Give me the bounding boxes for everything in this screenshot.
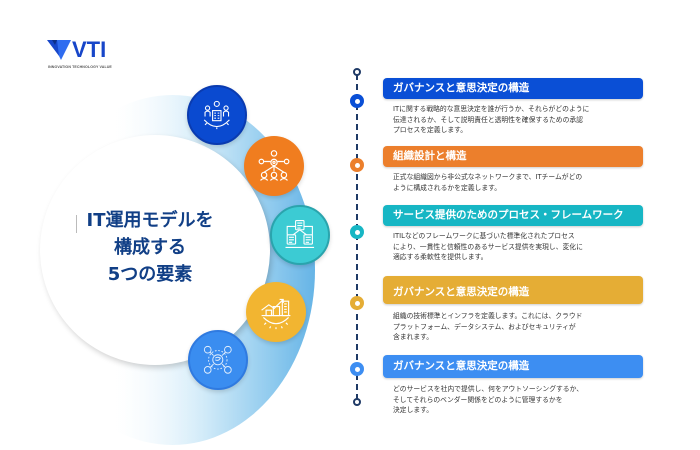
timeline-dot-5 [350, 362, 364, 376]
vti-logo: VTI INNOVATION TECHNOLOGY VALUE [47, 38, 137, 74]
elements-wheel: IT運用モデルを 構成する 5つの要素 [0, 0, 340, 450]
body-line: 正式な組織図から非公式なネットワークまで、ITチームがどの [393, 173, 583, 181]
section-body: 正式な組織図から非公式なネットワークまで、ITチームがどの ように構成されるかを… [383, 172, 643, 193]
section-header: ガバナンスと意思決定の構造 [383, 355, 643, 378]
vti-logo-mark-icon [47, 40, 71, 60]
center-title-line-2: 構成する [114, 237, 186, 258]
center-title: IT運用モデルを 構成する 5つの要素 [55, 207, 245, 288]
body-line: どのサービスを社内で提供し、何をアウトソーシングするか、 [393, 385, 584, 393]
timeline-dot-4 [350, 296, 364, 310]
section-org-design: 組織設計と構造 正式な組織図から非公式なネットワークまで、ITチームがどの よう… [383, 146, 643, 193]
section-header: サービス提供のためのプロセス・フレームワーク [383, 205, 643, 226]
section-governance-1: ガバナンスと意思決定の構造 ITに関する戦略的な意思決定を誰が行うか、それらがど… [383, 78, 643, 136]
section-body: ITに関する戦略的な意思決定を誰が行うか、それらがどのように 伝達されるか、そし… [383, 104, 643, 136]
body-line: ITILなどのフレームワークに基づいた標準化されたプロセス [393, 232, 575, 240]
timeline-dot-1 [350, 94, 364, 108]
body-line: 伝達されるか、そして説明責任と透明性を確保するための承認 [393, 115, 583, 124]
body-line: ITに関する戦略的な意思決定を誰が行うか、それらがどのように [393, 105, 590, 113]
body-line: そしてそれらのベンダー関係をどのように管理するかを [393, 395, 563, 404]
section-body: どのサービスを社内で提供し、何をアウトソーシングするか、 そしてそれらのベンダー… [383, 384, 643, 416]
section-body: 組織の技術標準とインフラを定義します。これには、クラウド プラットフォーム、デー… [383, 311, 643, 343]
timeline-start-node [353, 68, 361, 76]
timeline-dot-3 [350, 225, 364, 239]
body-line: 決定します。 [393, 406, 434, 414]
team-building-gear-icon [187, 85, 247, 145]
section-header: 組織設計と構造 [383, 146, 643, 167]
body-line: により、一貫性と信頼性のあるサービス提供を実現し、変化に [393, 242, 583, 251]
process-flow-documents-icon [270, 205, 330, 265]
logo-tagline: INNOVATION TECHNOLOGY VALUE [48, 65, 112, 69]
timeline-end-node [353, 398, 361, 406]
body-line: 含まれます。 [393, 333, 434, 341]
section-process-framework: サービス提供のためのプロセス・フレームワーク ITILなどのフレームワークに基づ… [383, 205, 643, 263]
body-line: 組織の技術標準とインフラを定義します。これには、クラウド [393, 312, 583, 320]
body-line: プロセスを定義します。 [393, 126, 468, 134]
center-title-line-1: IT運用モデルを [86, 210, 214, 231]
section-governance-4: ガバナンスと意思決定の構造 組織の技術標準とインフラを定義します。これには、クラ… [383, 276, 643, 343]
body-line: ように構成されるかを定義します。 [393, 183, 502, 192]
section-governance-5: ガバナンスと意思決定の構造 どのサービスを社内で提供し、何をアウトソーシングする… [383, 355, 643, 416]
body-line: 適応する柔軟性を提供します。 [393, 253, 488, 261]
center-title-line-3: 5つの要素 [107, 264, 193, 285]
center-circle [40, 135, 270, 365]
section-body: ITILなどのフレームワークに基づいた標準化されたプロセス により、一貫性と信頼… [383, 231, 643, 263]
org-chart-network-icon [244, 136, 304, 196]
timeline-dot-2 [350, 158, 364, 172]
section-header: ガバナンスと意思決定の構造 [383, 276, 643, 304]
growth-city-gear-icon [246, 282, 306, 342]
global-network-hub-icon [188, 330, 248, 390]
body-line: プラットフォーム、データシステム、およびセキュリティが [393, 322, 576, 331]
section-header: ガバナンスと意思決定の構造 [383, 78, 643, 99]
divider [76, 215, 77, 233]
logo-brand-text: VTI [72, 37, 107, 62]
